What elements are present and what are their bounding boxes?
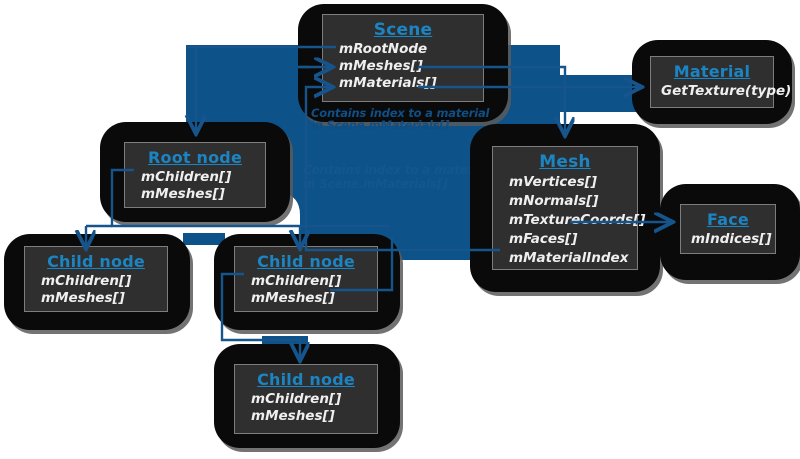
node-scene[interactable]: Scene mRootNode mMeshes[] mMaterials[] (322, 14, 484, 102)
field-mmaterialindex[interactable]: mMaterialIndex (509, 250, 629, 266)
node-child-1-fields: mChildren[] mMeshes[] (35, 273, 157, 307)
field-mmaterials[interactable]: mMaterials[] (339, 75, 437, 91)
field-mnormals[interactable]: mNormals[] (509, 193, 599, 209)
node-mesh-title: Mesh (539, 152, 591, 172)
node-face-title: Face (707, 210, 749, 229)
field-mfaces[interactable]: mFaces[] (509, 231, 578, 247)
node-scene-title: Scene (373, 20, 433, 40)
field-mrootnode[interactable]: mRootNode (339, 41, 428, 57)
field-root-mchildren[interactable]: mChildren[] (141, 169, 232, 185)
field-mvertices[interactable]: mVertices[] (509, 174, 597, 190)
node-material[interactable]: Material GetTexture(type) (650, 56, 792, 108)
node-child-3-title: Child node (257, 370, 355, 389)
node-child-1[interactable]: Child node mChildren[] mMeshes[] (24, 246, 168, 312)
node-child-2-title: Child node (257, 252, 355, 271)
field-child3-mmeshes[interactable]: mMeshes[] (251, 408, 335, 424)
field-mtexturecoords[interactable]: mTextureCoords[] (509, 212, 646, 228)
node-child-3[interactable]: Child node mChildren[] mMeshes[] (234, 364, 378, 434)
field-child2-mmeshes[interactable]: mMeshes[] (251, 290, 335, 306)
annotation-ghost-line2: in Scene.mMaterials[] (303, 177, 448, 191)
node-child-1-title: Child node (47, 252, 145, 271)
node-material-fields: GetTexture(type) (661, 83, 792, 100)
field-mmeshes[interactable]: mMeshes[] (339, 58, 423, 74)
node-face-fields: mIndices[] (691, 231, 772, 248)
node-root-node[interactable]: Root node mChildren[] mMeshes[] (124, 142, 266, 208)
field-mindices[interactable]: mIndices[] (691, 231, 772, 247)
node-mesh[interactable]: Mesh mVertices[] mNormals[] mTextureCoor… (492, 146, 646, 270)
annotation-ghost: Contains index to a material in Scene.mM… (303, 163, 489, 191)
field-child1-mmeshes[interactable]: mMeshes[] (41, 290, 125, 306)
field-child3-mchildren[interactable]: mChildren[] (251, 391, 342, 407)
node-material-title: Material (673, 62, 751, 81)
node-child-2[interactable]: Child node mChildren[] mMeshes[] (234, 246, 378, 312)
annotation-material-index: Contains index to a material in Scene.mM… (311, 107, 489, 131)
node-root-node-title: Root node (147, 148, 242, 167)
node-child-2-fields: mChildren[] mMeshes[] (245, 273, 367, 307)
field-child2-mchildren[interactable]: mChildren[] (251, 273, 342, 289)
node-child-3-fields: mChildren[] mMeshes[] (245, 391, 367, 425)
node-scene-fields: mRootNode mMeshes[] mMaterials[] (333, 41, 473, 92)
field-root-mmeshes[interactable]: mMeshes[] (141, 186, 225, 202)
field-child1-mchildren[interactable]: mChildren[] (41, 273, 132, 289)
node-mesh-fields: mVertices[] mNormals[] mTextureCoords[] … (503, 173, 646, 268)
annotation-ghost-line1: Contains index to a material (303, 163, 490, 177)
field-gettexture[interactable]: GetTexture(type) (661, 83, 792, 99)
node-root-node-fields: mChildren[] mMeshes[] (135, 169, 255, 203)
node-face[interactable]: Face mIndices[] (680, 204, 776, 254)
annotation-line2: in Scene.mMaterials[] (311, 118, 450, 132)
